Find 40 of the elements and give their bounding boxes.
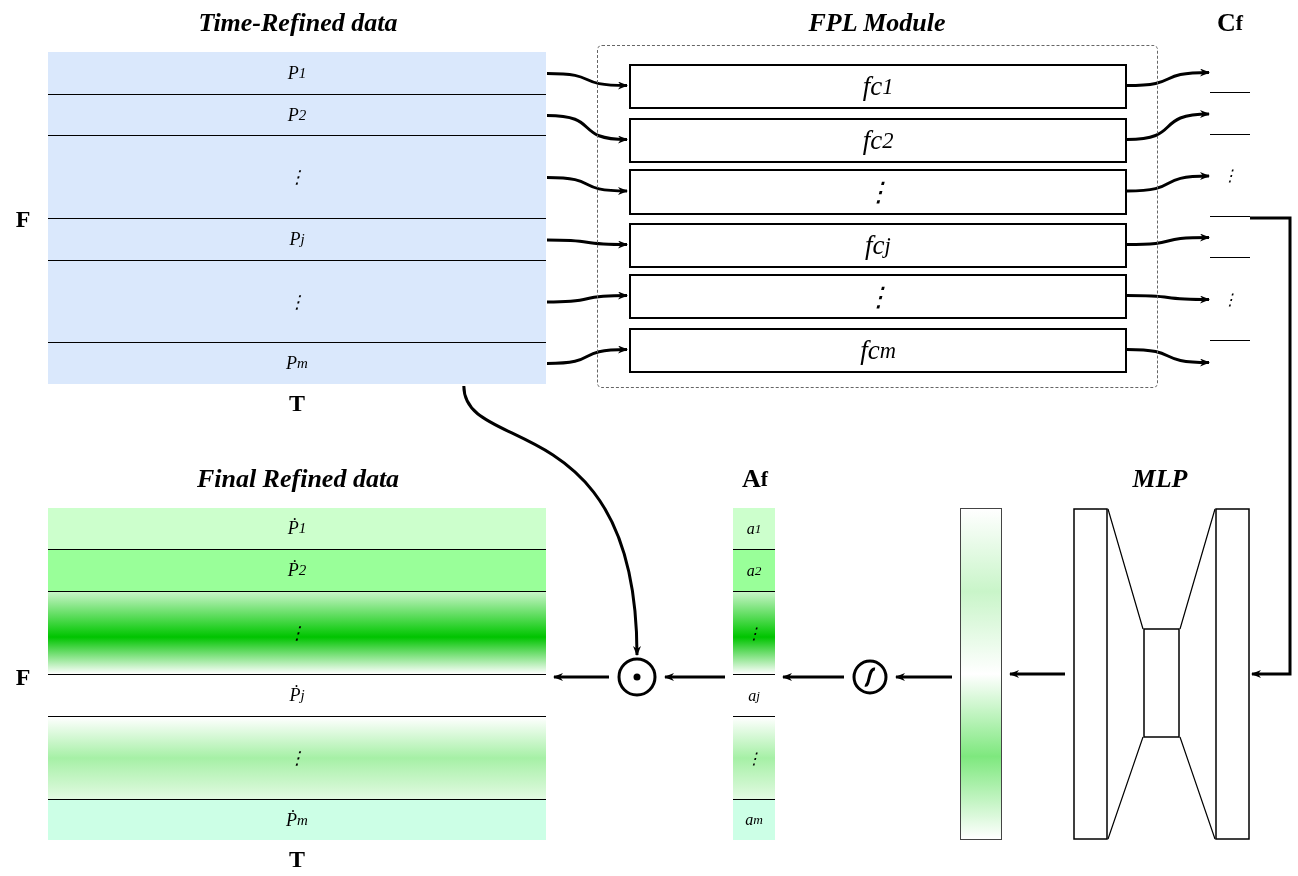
axis-label: F xyxy=(14,204,32,234)
matrix-title: Time-Refined data xyxy=(197,7,399,39)
sigmoid-symbol xyxy=(852,659,888,695)
arrow xyxy=(546,176,628,195)
arrow xyxy=(1009,670,1065,678)
arrow xyxy=(546,114,628,144)
arrow xyxy=(1126,110,1210,141)
arrow xyxy=(546,72,628,90)
layer-box: ⋮ xyxy=(629,274,1127,319)
vector-cell: ⋮ xyxy=(1210,135,1250,217)
vector-cell: ⋮ xyxy=(733,717,775,800)
arrow xyxy=(1250,216,1292,678)
matrix-title: Final Refined data xyxy=(195,463,401,495)
axis-label: F xyxy=(14,662,32,692)
matrix-row: ⋮ xyxy=(48,717,546,800)
arrow xyxy=(1127,233,1210,246)
arrow xyxy=(546,345,628,365)
arrow xyxy=(1126,68,1210,87)
vector-cell: ⋮ xyxy=(1210,258,1250,341)
mlp-title: MLP xyxy=(1131,463,1189,495)
matrix-row: ⋮ xyxy=(48,261,546,343)
matrix-row: ⋮ xyxy=(48,592,546,675)
product-symbol xyxy=(617,657,657,697)
arrow xyxy=(664,673,725,681)
arrow xyxy=(1126,348,1210,367)
arrow xyxy=(462,385,641,656)
layer-box: ⋮ xyxy=(629,169,1127,215)
matrix-row: ⋮ xyxy=(48,136,546,219)
arrow xyxy=(782,673,844,681)
arrow xyxy=(1126,172,1210,193)
arrow xyxy=(895,673,952,681)
arrow xyxy=(1127,294,1210,304)
axis-label: T xyxy=(288,844,306,874)
vector-cell: ⋮ xyxy=(733,592,775,675)
arrow xyxy=(547,291,628,304)
arrow xyxy=(553,673,609,681)
module-title: FPL Module xyxy=(807,7,947,39)
axis-label: T xyxy=(288,388,306,418)
arrow xyxy=(547,238,628,249)
gradient-bar xyxy=(960,508,1002,840)
